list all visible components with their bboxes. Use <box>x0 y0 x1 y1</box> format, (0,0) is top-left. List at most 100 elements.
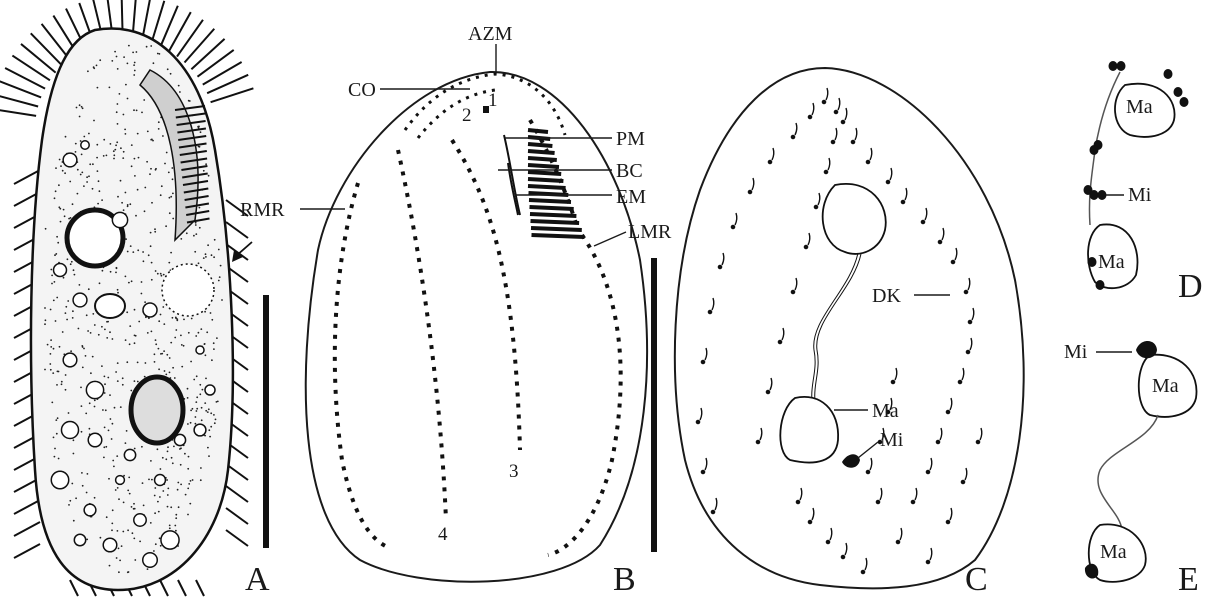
stipple-dot <box>154 353 156 355</box>
stipple-dot <box>134 62 136 64</box>
nucleus-a <box>131 377 183 443</box>
stipple-dot <box>82 107 84 109</box>
stipple-dot <box>101 326 103 328</box>
stipple-dot <box>161 185 163 187</box>
stipple-dot <box>114 149 116 151</box>
stipple-dot <box>114 407 116 409</box>
stipple-dot <box>187 488 189 490</box>
stipple-dot <box>172 462 174 464</box>
stipple-dot <box>133 74 135 76</box>
stipple-dot <box>111 523 113 525</box>
row-number-3: 3 <box>509 461 519 482</box>
stipple-dot <box>205 256 207 258</box>
stipple-dot <box>148 254 150 256</box>
stipple-dot <box>99 59 101 61</box>
stipple-dot <box>123 502 125 504</box>
stipple-dot <box>147 568 149 570</box>
label-rmr: RMR <box>240 199 285 221</box>
stipple-dot <box>205 163 207 165</box>
stipple-dot <box>118 571 120 573</box>
stipple-dot <box>71 483 73 485</box>
stipple-dot <box>160 468 162 470</box>
stipple-dot <box>113 150 115 152</box>
stipple-dot <box>175 517 177 519</box>
stipple-dot <box>172 193 174 195</box>
stipple-dot <box>89 428 91 430</box>
kinetosome <box>861 570 864 573</box>
stipple-dot <box>98 334 100 336</box>
stipple-dot <box>120 147 122 149</box>
stipple-dot <box>122 531 124 533</box>
stipple-dot <box>143 260 145 262</box>
dorsal-bristle <box>970 338 972 350</box>
label-ma-d-bottom: Ma <box>1098 251 1125 273</box>
stipple-dot <box>97 203 99 205</box>
kinetosome <box>866 470 869 473</box>
stipple-dot <box>75 497 77 499</box>
stipple-dot <box>218 249 220 251</box>
stipple-dot <box>134 342 136 344</box>
kinetosome <box>731 225 734 228</box>
stipple-dot <box>123 56 125 58</box>
nuclear-strand-c-2 <box>815 254 861 400</box>
stipple-dot <box>50 269 52 271</box>
stipple-dot <box>134 335 136 337</box>
stipple-dot <box>198 146 200 148</box>
stipple-dot <box>57 242 59 244</box>
granule <box>74 534 85 545</box>
stipple-dot <box>65 374 67 376</box>
stipple-dot <box>80 140 82 142</box>
cilium <box>42 24 70 59</box>
kinetosome <box>748 190 751 193</box>
stipple-dot <box>195 224 197 226</box>
stipple-dot <box>105 409 107 411</box>
stipple-dot <box>146 161 148 163</box>
stipple-dot <box>135 215 137 217</box>
stipple-dot <box>134 559 136 561</box>
stipple-dot <box>180 464 182 466</box>
stipple-dot <box>187 397 189 399</box>
stipple-dot <box>170 252 172 254</box>
micronucleus <box>1090 145 1099 155</box>
label-ma-e-bottom: Ma <box>1100 541 1127 563</box>
stipple-dot <box>104 427 106 429</box>
stipple-dot <box>148 479 150 481</box>
stipple-dot <box>83 185 85 187</box>
stipple-dot <box>101 199 103 201</box>
stipple-dot <box>195 233 197 235</box>
stipple-dot <box>196 408 198 410</box>
stipple-dot <box>50 339 52 341</box>
stipple-dot <box>129 203 131 205</box>
stipple-dot <box>174 337 176 339</box>
paroral-membrane <box>504 135 520 215</box>
stipple-dot <box>137 189 139 191</box>
stipple-dot <box>123 151 125 153</box>
stipple-dot <box>199 227 201 229</box>
stipple-dot <box>201 407 203 409</box>
stipple-dot <box>73 439 75 441</box>
stipple-dot <box>207 447 209 449</box>
membranelle <box>530 214 576 216</box>
kinetosome <box>768 160 771 163</box>
stipple-dot <box>175 530 177 532</box>
kinetosome <box>778 340 781 343</box>
stipple-dot <box>50 369 52 371</box>
stipple-dot <box>166 354 168 356</box>
stipple-dot <box>204 435 206 437</box>
kinetosome <box>901 200 904 203</box>
cilium <box>211 88 254 102</box>
stipple-dot <box>171 167 173 169</box>
stipple-dot <box>106 321 108 323</box>
stipple-dot <box>83 136 85 138</box>
stipple-dot <box>202 389 204 391</box>
stipple-dot <box>115 272 117 274</box>
stipple-dot <box>103 139 105 141</box>
stipple-dot <box>185 494 187 496</box>
label-mi-d: Mi <box>1128 184 1152 206</box>
stipple-dot <box>169 372 171 374</box>
stipple-dot <box>214 422 216 424</box>
stipple-dot <box>190 422 192 424</box>
stipple-dot <box>208 175 210 177</box>
stipple-dot <box>81 345 83 347</box>
micronucleus <box>1088 257 1097 267</box>
